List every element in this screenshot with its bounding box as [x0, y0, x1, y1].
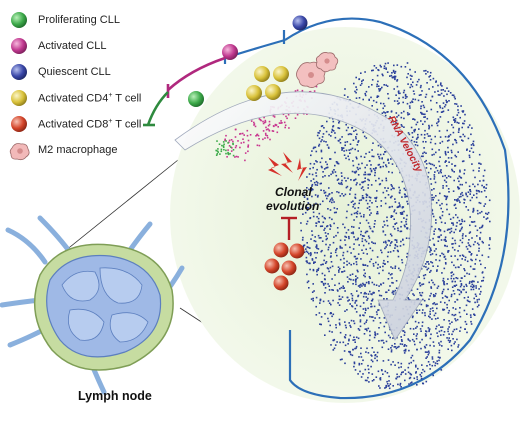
lymph-node-label: Lymph node	[78, 389, 152, 403]
cd8-t-cell-cluster	[264, 242, 305, 291]
legend-item: Activated CLL	[8, 34, 106, 58]
legend-label: Activated CD8+ T cell	[38, 117, 142, 131]
legend-label: Activated CLL	[38, 40, 107, 52]
legend-item: Proliferating CLL	[8, 8, 120, 32]
legend-label: Proliferating CLL	[38, 14, 120, 26]
legend-label: Quiescent CLL	[38, 66, 111, 78]
rna-velocity-arrow	[174, 91, 433, 341]
macrophage-icon	[296, 52, 339, 88]
legend-label: Activated CD4+ T cell	[38, 91, 142, 105]
legend-item: M2 macrophage	[8, 138, 118, 162]
outline-right-arc	[284, 17, 510, 400]
activated-cll-bracket	[167, 56, 226, 91]
legend-item: Activated CD4+ T cell	[8, 86, 141, 110]
lymph-node-illustration	[0, 215, 185, 395]
quiescent-cll-cell	[292, 15, 308, 31]
green-cell-icon	[11, 12, 27, 28]
proliferating-cll-bracket	[146, 91, 169, 126]
legend-item: Activated CD8+ T cell	[8, 112, 141, 136]
legend-label: M2 macrophage	[38, 144, 118, 156]
yellow-cell-icon	[11, 90, 27, 106]
activated-cll-cell	[222, 44, 238, 60]
cd4-t-cell-cluster	[246, 66, 289, 101]
zoom-line-top	[59, 159, 179, 256]
lymph-node-region	[170, 27, 520, 403]
blue-cell-icon	[11, 64, 27, 80]
macrophage-icon	[9, 143, 30, 161]
clonal-evolution-line1: Clonal	[275, 185, 312, 199]
clonal-evolution-line2: evolution	[266, 199, 319, 213]
red-cell-icon	[11, 116, 27, 132]
lightning-icon	[268, 152, 307, 181]
legend-item: Quiescent CLL	[8, 60, 111, 84]
magenta-cell-icon	[11, 38, 27, 54]
proliferating-cll-cell	[188, 91, 204, 107]
proliferating-cll-cloud	[215, 140, 235, 157]
